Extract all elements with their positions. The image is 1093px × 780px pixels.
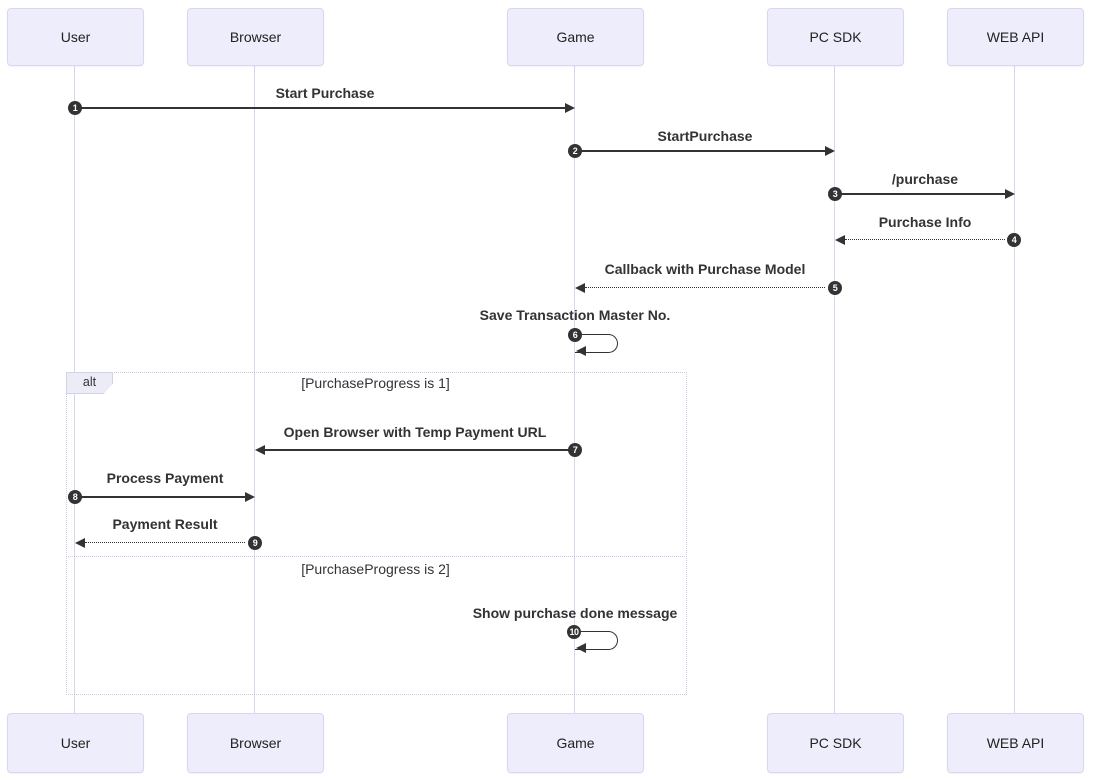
self-loop-curve xyxy=(575,631,618,650)
message-label: /purchase xyxy=(891,171,959,187)
message-label: Payment Result xyxy=(112,516,218,532)
arrowhead-icon xyxy=(576,643,586,653)
sequence-number-badge: 9 xyxy=(248,536,262,550)
sequence-number-badge: 1 xyxy=(68,101,82,115)
alt-frame-border xyxy=(66,372,687,695)
arrowhead-icon xyxy=(75,538,85,548)
arrowhead-icon xyxy=(825,146,835,156)
sequence-number-badge: 3 xyxy=(828,187,842,201)
sequence-number-badge: 8 xyxy=(68,490,82,504)
actor-user-top: User xyxy=(7,8,144,66)
arrowhead-icon xyxy=(835,235,845,245)
lifeline-pc-sdk xyxy=(834,64,835,714)
message-label: Callback with Purchase Model xyxy=(604,261,806,277)
message-line xyxy=(75,107,565,109)
message-label: Start Purchase xyxy=(275,85,375,101)
message-label: Purchase Info xyxy=(878,214,972,230)
message-label: StartPurchase xyxy=(657,128,753,144)
actor-web-api-top: WEB API xyxy=(947,8,1084,66)
arrowhead-icon xyxy=(245,492,255,502)
message-line xyxy=(845,239,1005,240)
message-label: Process Payment xyxy=(106,470,224,486)
sequence-number-badge: 7 xyxy=(568,443,582,457)
message-label: Show purchase done message xyxy=(472,605,678,621)
sequence-number-badge: 4 xyxy=(1007,233,1021,247)
lifeline-game xyxy=(574,64,575,714)
message-line xyxy=(835,193,1005,195)
alt-frame-label: alt xyxy=(66,372,113,394)
actor-game-top: Game xyxy=(507,8,644,66)
actor-pc-sdk-top: PC SDK xyxy=(767,8,904,66)
alt-condition-1: [PurchaseProgress is 1] xyxy=(301,375,450,391)
lifeline-browser xyxy=(254,64,255,714)
lifeline-web-api xyxy=(1014,64,1015,714)
actor-browser-top: Browser xyxy=(187,8,324,66)
actor-user-bottom: User xyxy=(7,713,144,773)
arrowhead-icon xyxy=(575,283,585,293)
sequence-number-badge: 6 xyxy=(568,328,582,342)
message-line xyxy=(265,449,575,451)
sequence-number-badge: 10 xyxy=(567,625,581,639)
self-loop-curve xyxy=(575,334,618,353)
message-line xyxy=(575,150,825,152)
message-line xyxy=(585,287,825,288)
arrowhead-icon xyxy=(576,346,586,356)
actor-web-api-bottom: WEB API xyxy=(947,713,1084,773)
message-label: Save Transaction Master No. xyxy=(479,307,671,323)
actor-browser-bottom: Browser xyxy=(187,713,324,773)
message-line xyxy=(85,542,245,543)
actor-pc-sdk-bottom: PC SDK xyxy=(767,713,904,773)
arrowhead-icon xyxy=(565,103,575,113)
actor-game-bottom: Game xyxy=(507,713,644,773)
alt-condition-2: [PurchaseProgress is 2] xyxy=(301,561,450,577)
sequence-number-badge: 2 xyxy=(568,144,582,158)
message-line xyxy=(75,496,245,498)
arrowhead-icon xyxy=(255,445,265,455)
alt-section-divider xyxy=(66,556,685,557)
arrowhead-icon xyxy=(1005,189,1015,199)
sequence-number-badge: 5 xyxy=(828,281,842,295)
message-label: Open Browser with Temp Payment URL xyxy=(283,424,547,440)
